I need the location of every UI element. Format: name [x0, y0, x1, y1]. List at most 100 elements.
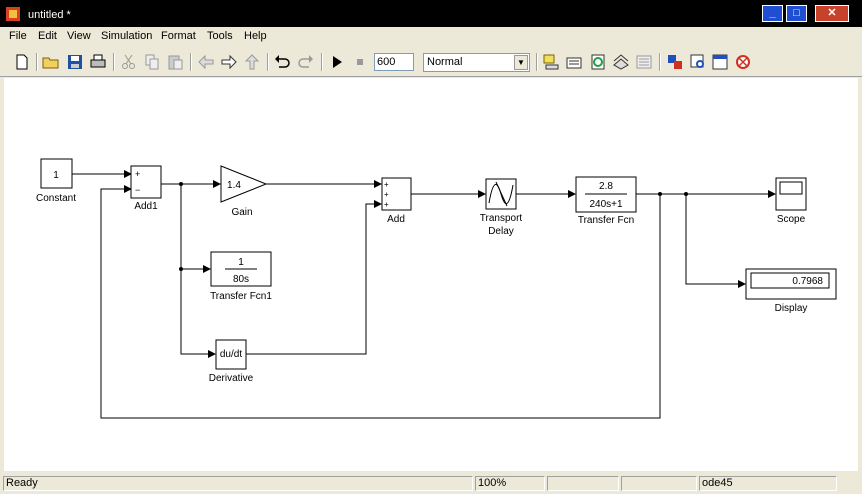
paste-icon[interactable] [166, 53, 184, 71]
scope-block[interactable]: Scope [775, 177, 807, 225]
status-zoom: 100% [475, 476, 545, 491]
maximize-button[interactable]: □ [786, 5, 807, 22]
add1-block[interactable]: + − Add1 [130, 165, 162, 212]
menu-view[interactable]: View [67, 30, 91, 42]
minimize-button[interactable]: _ [762, 5, 783, 22]
line-to-derivative[interactable] [180, 269, 216, 358]
block-diagram: 1 Constant + − Add1 1.4 Gain 1 80s Trans… [36, 158, 837, 419]
add1-sign-minus: − [135, 185, 140, 195]
branch-point [179, 182, 183, 186]
print-icon[interactable] [89, 53, 107, 71]
status-cell-empty [547, 476, 619, 491]
model-explorer-icon[interactable] [635, 53, 653, 71]
line-feedback[interactable] [100, 185, 661, 419]
derivative-block[interactable]: du/dt Derivative [209, 339, 254, 384]
transfer-fcn1-numerator: 1 [238, 257, 244, 268]
gain-value: 1.4 [227, 180, 241, 191]
window-title: untitled * [28, 9, 71, 21]
scope-label: Scope [777, 214, 806, 225]
transport-delay-block[interactable]: Transport Delay [480, 178, 523, 237]
status-cell-empty [621, 476, 697, 491]
profiler-icon[interactable] [734, 53, 752, 71]
start-simulation-icon[interactable] [328, 53, 346, 71]
line-to-transfer-fcn1[interactable] [180, 184, 211, 273]
line-to-display[interactable] [685, 194, 746, 288]
add-sign-2: + [384, 190, 389, 199]
refresh-icon[interactable] [589, 53, 607, 71]
branch-point [179, 267, 183, 271]
menu-format[interactable]: Format [161, 30, 196, 42]
constant-value: 1 [53, 170, 59, 181]
add-label: Add [387, 214, 405, 225]
menu-file[interactable]: File [9, 30, 27, 42]
display-value: 0.7968 [792, 276, 823, 287]
transfer-fcn1-denominator: 80s [233, 274, 249, 285]
stop-time-input[interactable]: 600 [374, 53, 414, 71]
build-icon[interactable] [542, 53, 560, 71]
forward-arrow-icon[interactable] [220, 53, 238, 71]
branch-point [658, 192, 662, 196]
chevron-down-icon[interactable]: ▼ [514, 55, 528, 70]
up-arrow-icon[interactable] [243, 53, 261, 71]
debug-icon[interactable] [666, 53, 684, 71]
simulink-app-icon[interactable] [6, 7, 20, 21]
menu-edit[interactable]: Edit [38, 30, 57, 42]
transfer-fcn-denominator: 240s+1 [589, 199, 623, 210]
open-icon[interactable] [42, 53, 60, 71]
branch-point [684, 192, 688, 196]
menu-tools[interactable]: Tools [207, 30, 233, 42]
line-derivative-to-add[interactable] [246, 200, 382, 355]
toolbar-separator [267, 53, 269, 71]
constant-label: Constant [36, 193, 76, 204]
undo-icon[interactable] [273, 53, 291, 71]
cut-icon[interactable] [120, 53, 138, 71]
stop-simulation-icon[interactable] [351, 53, 369, 71]
back-arrow-icon[interactable] [197, 53, 215, 71]
title-bar: untitled * _ □ ✕ [0, 0, 862, 27]
menu-help[interactable]: Help [244, 30, 267, 42]
toolbar-separator [190, 53, 192, 71]
transfer-fcn1-block[interactable]: 1 80s Transfer Fcn1 [210, 251, 272, 302]
signal-lines [72, 170, 776, 419]
delay-slash [495, 181, 508, 207]
menu-simulation[interactable]: Simulation [101, 30, 153, 42]
transfer-fcn-label: Transfer Fcn [578, 215, 634, 226]
new-model-icon[interactable] [13, 53, 31, 71]
derivative-text: du/dt [220, 349, 242, 360]
close-button[interactable]: ✕ [815, 5, 849, 22]
delay-label-line1: Transport [480, 213, 523, 224]
display-label: Display [775, 303, 808, 314]
update-diagram-icon[interactable] [565, 53, 583, 71]
transfer-fcn1-label: Transfer Fcn1 [210, 291, 272, 302]
constant-block[interactable]: 1 Constant [36, 158, 76, 204]
scope-screen-icon [779, 181, 803, 195]
gain-block[interactable]: 1.4 Gain [220, 165, 268, 218]
status-solver: ode45 [699, 476, 837, 491]
status-ready: Ready [3, 476, 473, 491]
toolbar-separator [659, 53, 661, 71]
delay-label-line2: Delay [488, 226, 514, 237]
add-sign-1: + [384, 180, 389, 189]
add1-label: Add1 [134, 201, 158, 212]
toolbar-separator [321, 53, 323, 71]
add-block[interactable]: + + + Add [381, 177, 412, 225]
gain-label: Gain [231, 207, 252, 218]
model-canvas[interactable]: 1 Constant + − Add1 1.4 Gain 1 80s Trans… [4, 78, 858, 471]
menu-bar: File Edit View Simulation Format Tools H… [0, 27, 862, 47]
model-properties-icon[interactable] [711, 53, 729, 71]
display-block[interactable]: 0.7968 Display [745, 268, 837, 314]
copy-icon[interactable] [143, 53, 161, 71]
simulation-mode-value: Normal [427, 56, 463, 68]
toolbar-separator [113, 53, 115, 71]
branch-points [179, 182, 688, 271]
redo-icon[interactable] [297, 53, 315, 71]
find-icon[interactable] [689, 53, 707, 71]
status-bar: Ready 100% ode45 [0, 473, 862, 494]
library-browser-icon[interactable] [612, 53, 630, 71]
add-sign-3: + [384, 200, 389, 209]
toolbar-separator [536, 53, 538, 71]
derivative-label: Derivative [209, 373, 254, 384]
transfer-fcn-block[interactable]: 2.8 240s+1 Transfer Fcn [575, 176, 637, 226]
save-icon[interactable] [66, 53, 84, 71]
simulation-mode-select[interactable]: Normal ▼ [423, 53, 530, 72]
